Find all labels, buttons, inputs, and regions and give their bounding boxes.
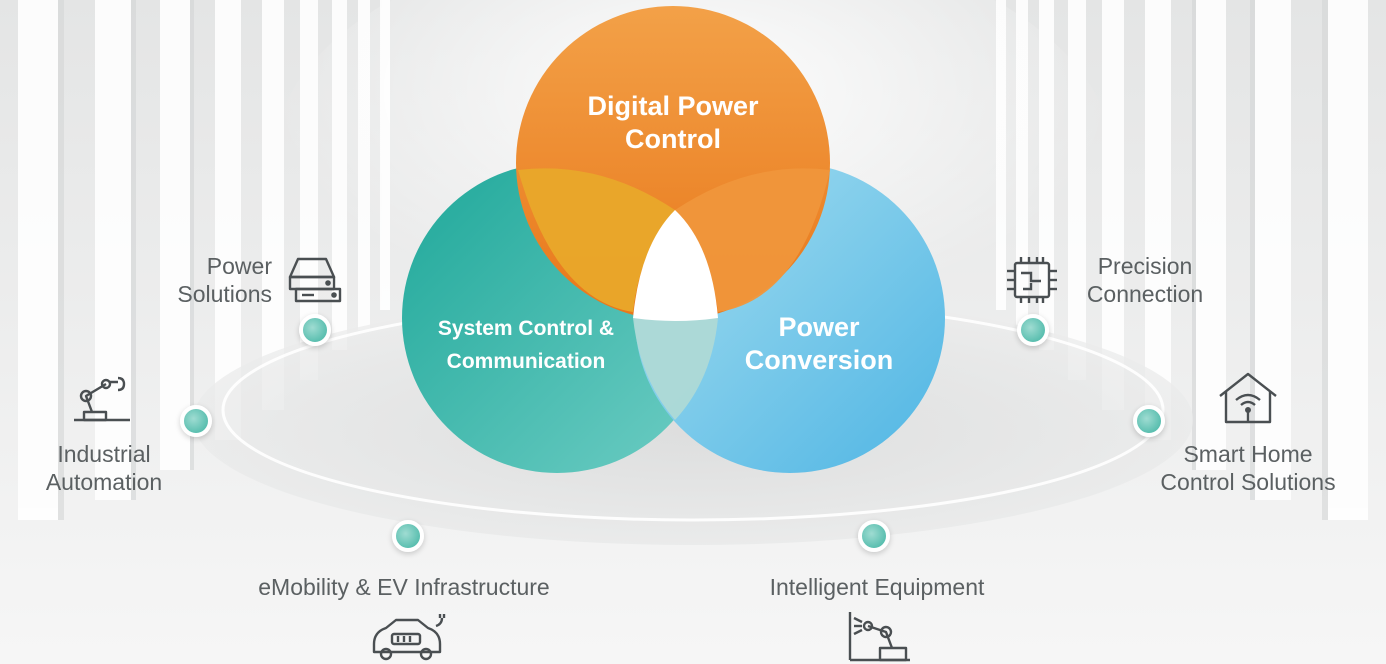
dot-precision-connection[interactable] (1017, 314, 1049, 346)
label-power-solutions: Power Solutions (150, 252, 272, 308)
digital-title-line-1: Digital Power (587, 91, 759, 121)
center-overlap (633, 210, 718, 321)
digital-title-line-2: Control (625, 124, 721, 154)
intelligent-equipment-line-1: Intelligent Equipment (769, 574, 985, 600)
dot-smart-home[interactable] (1133, 405, 1165, 437)
robot-arm-icon (70, 370, 134, 424)
overlap-system-conversion (633, 318, 718, 420)
smart-home-line-2: Control Solutions (1160, 469, 1336, 495)
overlap-digital-system (518, 168, 675, 312)
system-title-line-1: System Control & (437, 317, 615, 340)
smart-home-line-1: Smart Home (1183, 441, 1313, 467)
overlap-digital-conversion (675, 168, 830, 312)
precision-connection-line-2: Connection (1086, 281, 1204, 307)
circle-title-system-control: System Control & Communication (412, 312, 640, 378)
label-emobility: eMobility & EV Infrastructure (222, 573, 586, 601)
smart-home-icon (1216, 370, 1280, 426)
circle-title-digital-power: Digital Power Control (563, 90, 783, 156)
server-icon (288, 255, 342, 305)
precision-connection-line-1: Precision (1097, 253, 1193, 279)
power-solutions-line-1: Power (206, 253, 272, 279)
emobility-line-1: eMobility & EV Infrastructure (258, 574, 550, 600)
power-solutions-line-2: Solutions (177, 281, 272, 307)
equipment-robot-icon (840, 608, 916, 664)
chip-icon (1003, 255, 1061, 305)
ev-car-icon (368, 612, 448, 662)
label-smart-home: Smart Home Control Solutions (1138, 440, 1358, 496)
label-intelligent-equipment: Intelligent Equipment (740, 573, 1014, 601)
industrial-automation-line-2: Automation (45, 469, 163, 495)
conversion-title-line-1: Power (778, 312, 860, 342)
dot-industrial-automation[interactable] (180, 405, 212, 437)
conversion-title-line-2: Conversion (744, 345, 894, 375)
dot-emobility[interactable] (392, 520, 424, 552)
label-industrial-automation: Industrial Automation (24, 440, 184, 496)
industrial-automation-line-1: Industrial (57, 441, 151, 467)
dot-power-solutions[interactable] (299, 314, 331, 346)
label-precision-connection: Precision Connection (1072, 252, 1218, 308)
dot-intelligent-equipment[interactable] (858, 520, 890, 552)
circle-title-power-conversion: Power Conversion (724, 311, 914, 377)
system-title-line-2: Communication (446, 350, 606, 373)
